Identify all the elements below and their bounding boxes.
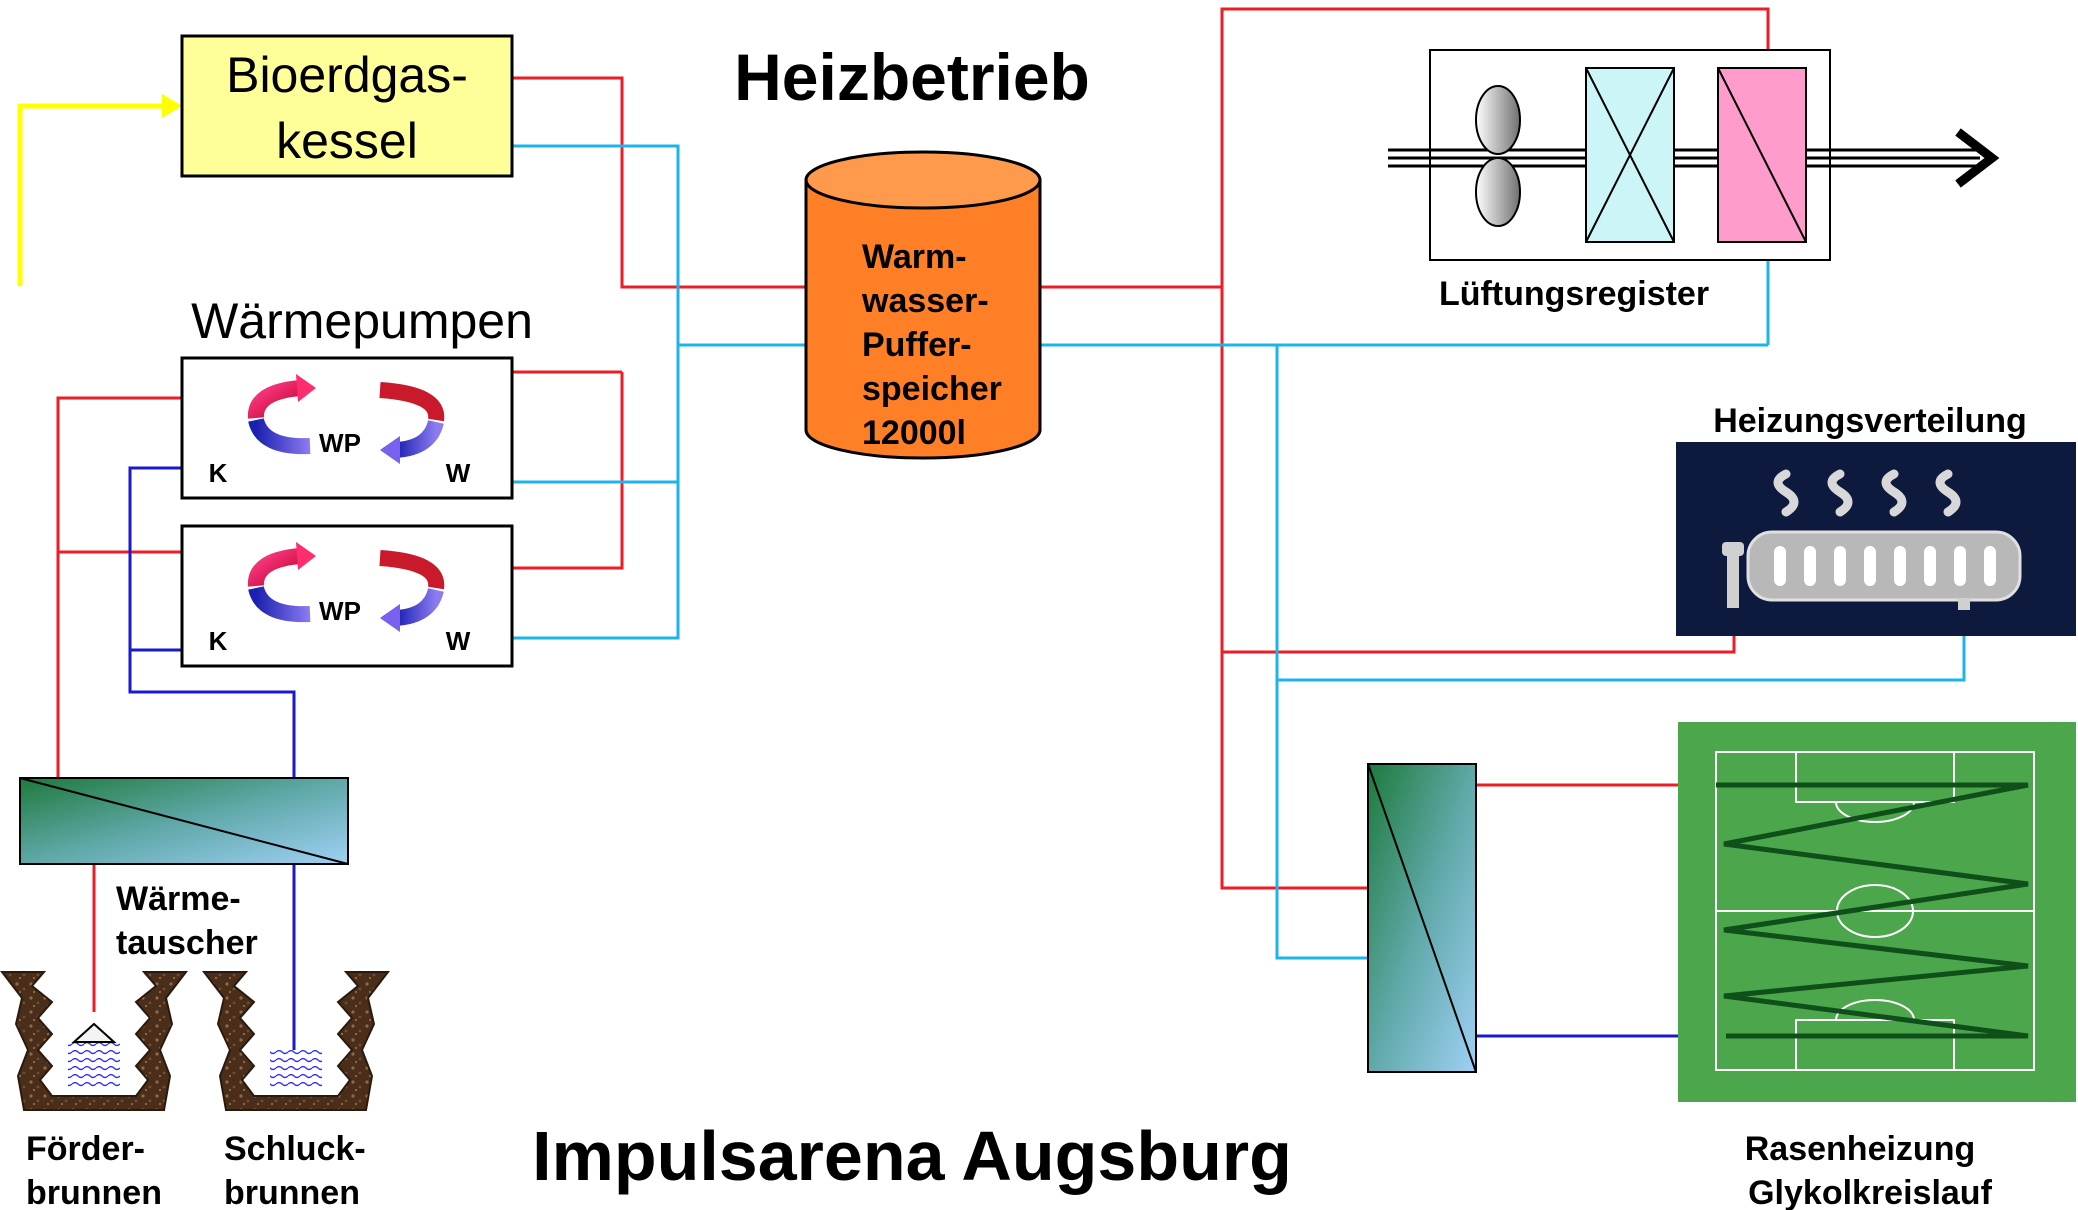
tank-label-line1: Warm- xyxy=(862,238,967,276)
page-title: Heizbetrieb xyxy=(734,40,1090,114)
warm-side-label: W xyxy=(446,458,471,488)
return-well: Schluck- brunnen xyxy=(201,971,391,1210)
tank-label-line4: speicher xyxy=(862,370,1002,408)
lawn-heat-exchanger xyxy=(1367,763,1477,1073)
lawn-heating-pitch xyxy=(1678,722,2076,1102)
circulation-arrow-right-icon xyxy=(379,382,445,464)
circulation-arrow-right-icon xyxy=(379,550,445,632)
gas-input-arrowhead xyxy=(162,94,182,118)
well-heat-exchanger: Wärme- tauscher xyxy=(19,777,349,962)
cold-side-label: K xyxy=(209,458,228,488)
boiler: Bioerdgas- kessel xyxy=(180,34,514,178)
buffer-tank: Warm- wasser- Puffer- speicher 12000l xyxy=(804,150,1042,460)
heat-exchanger-label-line2: tauscher xyxy=(116,924,258,962)
warm-side-label: W xyxy=(446,626,471,656)
heat-pumps-heading: Wärmepumpen xyxy=(191,293,533,349)
radiator-icon xyxy=(1722,530,2022,610)
heat-pump-box xyxy=(180,524,514,668)
return-well-label-line1: Schluck- xyxy=(224,1130,366,1168)
heating-distribution-label: Heizungsverteilung xyxy=(1713,402,2027,440)
lawn-heating-label-line1: Rasenheizung xyxy=(1745,1130,1975,1168)
well-soil-icon xyxy=(201,971,391,1111)
boiler-label-line2: kessel xyxy=(276,113,418,169)
footer-title: Impulsarena Augsburg xyxy=(532,1117,1292,1195)
boiler-box xyxy=(180,34,514,178)
fan-icon xyxy=(1475,85,1521,227)
boiler-label-line1: Bioerdgas- xyxy=(226,47,468,103)
well-water-icon xyxy=(270,1050,322,1090)
supply-well-label-line2: brunnen xyxy=(26,1174,162,1210)
ventilation-unit: Lüftungsregister xyxy=(1388,49,2000,313)
wp-label: WP xyxy=(319,596,361,626)
red-radiator-supply xyxy=(1222,606,1736,654)
cyan-boiler-return xyxy=(512,144,680,640)
cold-side-label: K xyxy=(209,626,228,656)
wp-label: WP xyxy=(319,428,361,458)
supply-well: Förder- brunnen xyxy=(0,971,189,1210)
red-ventilation-supply xyxy=(1220,7,1770,287)
well-water-icon xyxy=(68,1042,120,1090)
ventilation-label: Lüftungsregister xyxy=(1439,275,1709,313)
pipes xyxy=(17,7,1966,1080)
red-boiler-supply xyxy=(512,76,806,289)
circulation-arrow-left-icon xyxy=(247,374,316,455)
heat-exchanger-label-line1: Wärme- xyxy=(116,880,241,918)
glycol-loop xyxy=(1716,782,2029,1039)
red-consumer-trunk xyxy=(1220,287,1368,890)
heat-pump-box xyxy=(180,356,514,500)
filter-icon xyxy=(1585,67,1675,243)
red-well-supply-left xyxy=(56,396,182,778)
tank-body xyxy=(804,178,1042,460)
blue-hp1-return xyxy=(128,466,296,778)
heat-pump-2: WP K W xyxy=(180,524,514,668)
tank-label-line3: Puffer- xyxy=(862,326,972,364)
circulation-arrow-left-icon xyxy=(247,542,316,623)
cyan-consumer-trunk xyxy=(1275,345,1368,960)
tank-label-line2: wasser- xyxy=(861,282,989,320)
supply-well-label-line1: Förder- xyxy=(26,1130,145,1168)
tank-top xyxy=(804,150,1042,210)
gas-input-line xyxy=(17,103,168,286)
heating-distribution: Heizungsverteilung xyxy=(1676,402,2076,636)
tank-label-line5: 12000l xyxy=(862,414,966,452)
heating-coil-icon xyxy=(1717,67,1807,243)
lawn-heating-label-line2: Glykolkreislauf xyxy=(1748,1174,1992,1210)
cyan-radiator-return xyxy=(1277,622,1966,682)
heat-pump-1: WP K W xyxy=(180,356,514,500)
red-hp2-supply xyxy=(512,372,624,570)
return-well-label-line2: brunnen xyxy=(224,1174,360,1210)
heat-waves-icon xyxy=(1773,469,1961,517)
well-soil-icon xyxy=(0,971,189,1111)
pump-head-icon xyxy=(71,1022,117,1043)
